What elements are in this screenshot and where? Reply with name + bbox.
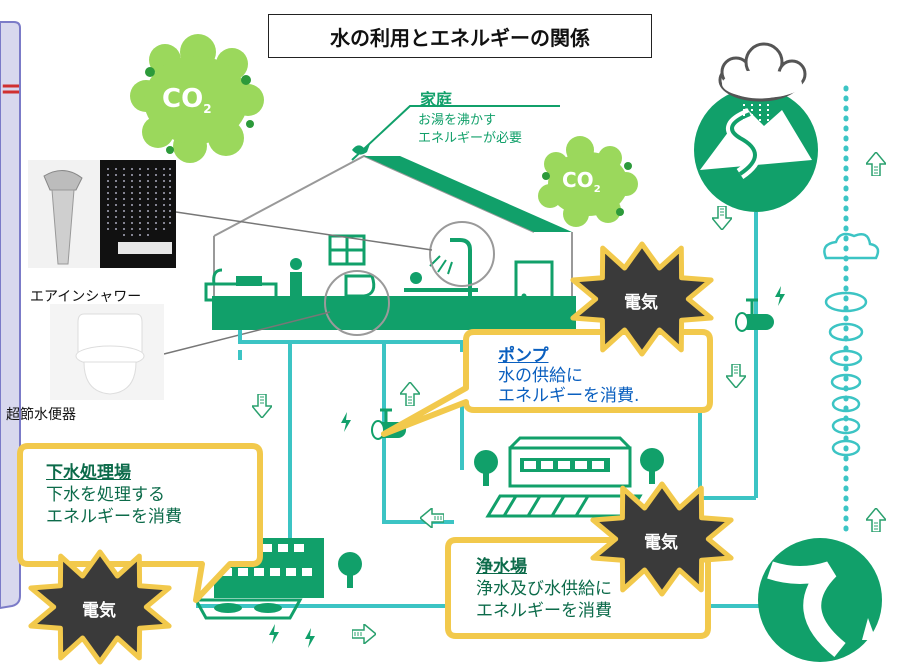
left-sidebar-panel <box>0 21 21 610</box>
pump-line1: 水の供給に <box>498 366 583 386</box>
pump-valve-upper <box>735 298 774 332</box>
purification-line2: エネルギーを消費 <box>476 601 612 621</box>
air-in-shower-photo <box>28 160 176 268</box>
sidebar-edge-text: = <box>0 74 22 104</box>
evaporation-clouds <box>823 232 880 457</box>
purification-callout: 浄水場 浄水及び水供給に エネルギーを消費 <box>476 556 612 622</box>
tree-1 <box>474 450 498 486</box>
tree-3 <box>338 552 362 588</box>
toilet-label: 超節水便器 <box>6 407 76 423</box>
co2-cloud-left <box>130 34 264 163</box>
sewage-callout: 下水処理場 下水を処理する エネルギーを消費 <box>46 462 182 528</box>
pump-callout-shape <box>381 329 713 437</box>
sewage-title: 下水処理場 <box>46 463 131 483</box>
rain-cloud <box>718 42 807 134</box>
sewage-callout-shape <box>17 443 263 603</box>
home-note-line1: お湯を沸かす <box>418 113 497 128</box>
electricity-star-bottom <box>28 549 172 665</box>
sewage-line2: エネルギーを消費 <box>46 507 182 527</box>
co2-label-left: CO2 <box>162 84 212 117</box>
purification-title: 浄水場 <box>476 557 527 577</box>
ultra-water-saving-toilet-photo <box>50 304 164 400</box>
tree-2 <box>640 448 664 484</box>
sewage-line1: 下水を処理する <box>46 485 165 505</box>
electricity-label-top: 電気 <box>624 293 658 313</box>
diagram-title: 水の利用とエネルギーの関係 <box>268 14 652 58</box>
home-label: 家庭 <box>420 90 453 109</box>
pump-line2: エネルギーを消費. <box>498 386 640 406</box>
electricity-star-top <box>570 241 714 357</box>
purification-line1: 浄水及び水供給に <box>476 579 612 599</box>
electricity-star-middle <box>590 481 734 597</box>
electricity-label-middle: 電気 <box>644 533 678 553</box>
home-note-line2: エネルギーが必要 <box>418 131 523 146</box>
co2-cloud-right <box>538 136 638 227</box>
pump-callout: ポンプ 水の供給に エネルギーを消費. <box>498 346 639 406</box>
co2-label-right: CO2 <box>562 168 601 195</box>
air-in-shower-label: エアインシャワー <box>30 289 142 305</box>
river-lake <box>758 538 882 662</box>
house-illustration <box>204 154 576 340</box>
electricity-label-bottom: 電気 <box>82 601 116 621</box>
pump-title: ポンプ <box>498 346 549 366</box>
purification-plant <box>485 436 643 518</box>
mountain-source <box>694 88 818 212</box>
